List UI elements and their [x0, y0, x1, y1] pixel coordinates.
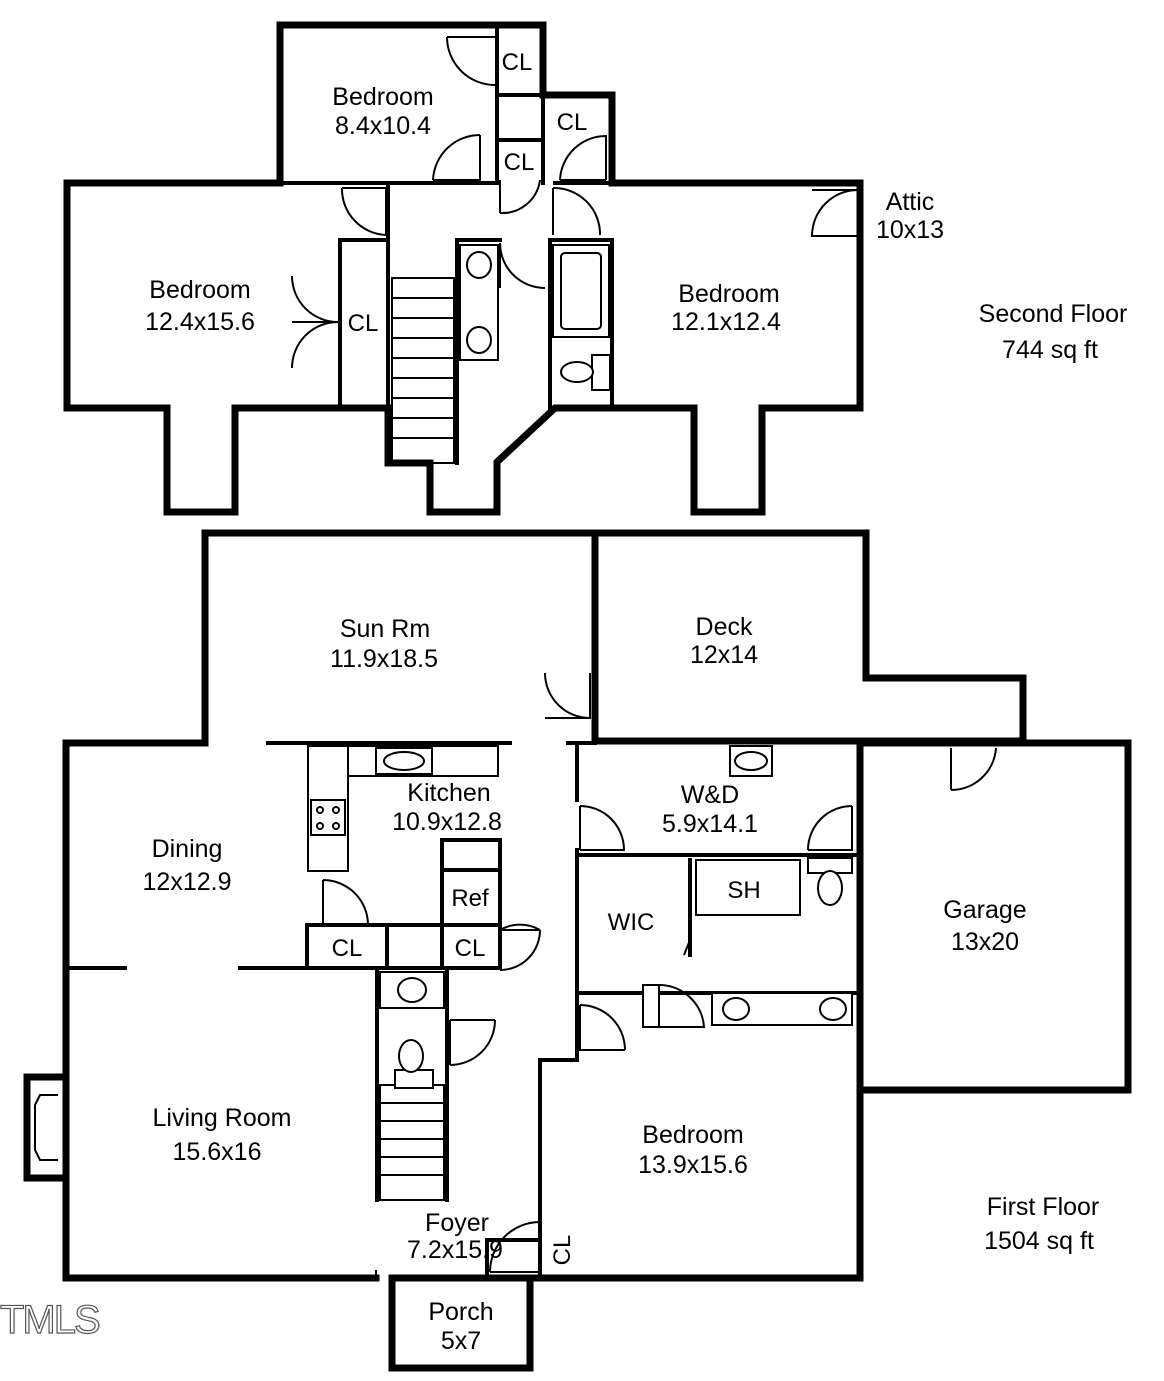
second-floor-labels: Bedroom 8.4x10.4 Bedroom 12.4x15.6 Bedro…	[145, 49, 1127, 364]
lower-doors	[322, 672, 997, 1280]
half-bath-fixtures	[379, 971, 445, 1089]
attic-dims: 10x13	[876, 216, 944, 244]
kitchen-cabinets	[307, 745, 499, 872]
living-room-name: Living Room	[153, 1104, 292, 1132]
kitchen-name: Kitchen	[407, 779, 490, 807]
second-floor-area: 744 sq ft	[1002, 336, 1098, 364]
bedroom-a-name: Bedroom	[332, 83, 433, 111]
first-floor-labels: Sun Rm 11.9x18.5 Deck 12x14 Kitchen 10.9…	[143, 613, 1100, 1355]
bedroom-d-name: Bedroom	[642, 1121, 743, 1149]
bedroom-b-dims: 12.4x15.6	[145, 308, 255, 336]
kitchen-closet-label-1: CL	[332, 935, 363, 962]
ref-label: Ref	[451, 885, 489, 912]
first-floor-area: 1504 sq ft	[984, 1227, 1094, 1255]
sun-room-name: Sun Rm	[340, 615, 430, 643]
closet-label-2: CL	[557, 109, 588, 136]
sh-label: SH	[727, 877, 760, 904]
bedroom-c-name: Bedroom	[678, 280, 779, 308]
second-floor-title: Second Floor	[979, 300, 1128, 328]
living-room-dims: 15.6x16	[173, 1138, 262, 1166]
first-floor-title: First Floor	[987, 1193, 1100, 1221]
garage-dims: 13x20	[951, 928, 1019, 956]
wic-label: WIC	[608, 909, 655, 936]
second-floor-walls	[63, 21, 864, 516]
bedroom-c-dims: 12.1x12.4	[671, 308, 781, 336]
second-floor-interior-walls	[278, 23, 614, 465]
laundry-bath-fixtures	[642, 745, 853, 1028]
upper-bath-fixtures	[459, 244, 611, 391]
garage-name: Garage	[943, 896, 1026, 924]
attic-name: Attic	[886, 188, 935, 216]
sun-room-dims: 11.9x18.5	[330, 645, 438, 673]
kitchen-dims: 10.9x12.8	[392, 808, 502, 836]
laundry-name: W&D	[681, 781, 739, 809]
foyer-dims: 7.2x15.9	[407, 1236, 503, 1264]
bedroom-d-dims: 13.9x15.6	[638, 1151, 748, 1179]
bedroom-a-dims: 8.4x10.4	[335, 112, 431, 140]
foyer-closet-label: CL	[549, 1235, 576, 1266]
closet-label-3: CL	[504, 149, 535, 176]
fireplace-hearth	[34, 1094, 58, 1161]
foyer-name: Foyer	[425, 1209, 489, 1237]
upper-doors	[291, 36, 859, 369]
dining-dims: 12x12.9	[143, 868, 232, 896]
deck-dims: 12x14	[690, 641, 758, 669]
closet-label-4: CL	[348, 310, 379, 337]
porch-name: Porch	[428, 1298, 493, 1326]
deck-name: Deck	[696, 613, 753, 641]
bedroom-b-name: Bedroom	[149, 276, 250, 304]
closet-label-1: CL	[502, 49, 533, 76]
stairs-upper	[391, 277, 455, 464]
dining-name: Dining	[152, 835, 223, 863]
watermark-logo: TMLS	[0, 1298, 99, 1342]
first-floor-walls	[23, 529, 1132, 1372]
porch-dims: 5x7	[441, 1327, 481, 1355]
kitchen-closet-label-2: CL	[455, 935, 486, 962]
laundry-dims: 5.9x14.1	[662, 810, 758, 838]
stairs-lower	[379, 1084, 445, 1201]
